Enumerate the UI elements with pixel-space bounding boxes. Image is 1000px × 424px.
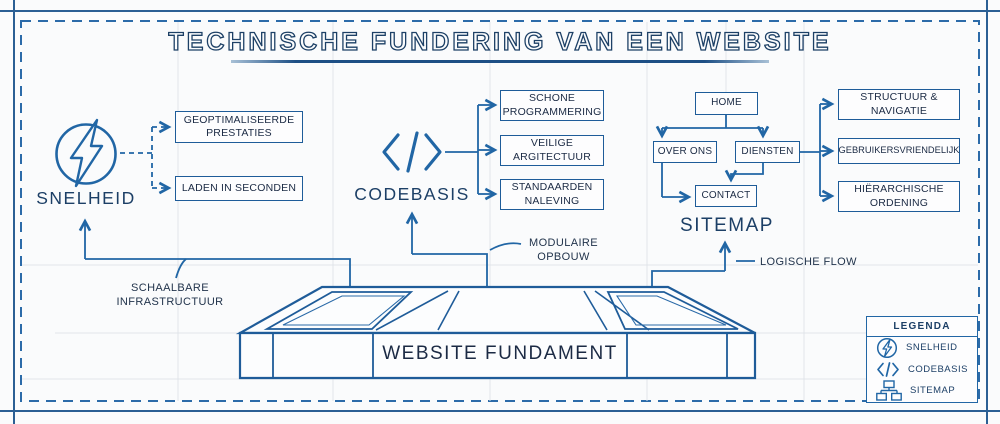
legend-item-snelheid: SNELHEID: [867, 337, 977, 359]
annotation-modular-structure: MODULAIRE OPBOUW: [529, 237, 598, 264]
code-brackets-icon: [877, 361, 899, 377]
sitemap-box-structure-navigation: STRUCTUUR & NAVIGATIE: [838, 89, 960, 120]
foundation-platform: [235, 285, 757, 380]
legend-item-codebasis: CODEBASIS: [867, 359, 977, 381]
code-box-clean-programming: SCHONE PROGRAMMERING: [500, 90, 604, 121]
speed-box-load-seconds: LADEN IN SECONDEN: [175, 176, 303, 201]
annotation-scalable-infrastructure: SCHAALBARE INFRASTRUCTUUR: [116, 282, 224, 309]
sitemap-node-contact: CONTACT: [695, 185, 757, 207]
code-brackets-icon: [382, 131, 442, 173]
code-section-label: CODEBASIS: [354, 184, 470, 204]
speed-box-optimized-performance: GEOPTIMALISEERDE PRESTATIES: [175, 111, 303, 143]
frame-line-right: [986, 0, 988, 424]
code-connectors: [445, 98, 498, 201]
speed-section-label: SNELHEID: [36, 188, 136, 208]
legend-item-label: CODEBASIS: [908, 363, 968, 375]
sitemap-box-hierarchical-order: HIËRARCHISCHE ORDENING: [838, 181, 960, 212]
frame-line-top: [0, 10, 1000, 12]
dashed-border: [20, 20, 980, 402]
page-title: TECHNISCHE FUNDERING VAN EEN WEBSITE: [168, 27, 832, 56]
code-box-secure-architecture: VEILIGE ARGITECTUUR: [500, 135, 604, 166]
frame-line-left: [13, 0, 15, 424]
title-underline: [231, 60, 769, 63]
legend-item-label: SNELHEID: [906, 342, 958, 354]
annotation-logical-flow: LOGISCHE FLOW: [760, 256, 857, 268]
sitemap-connectors: [655, 97, 835, 204]
sitemap-icon: [876, 380, 902, 401]
lightning-icon: [55, 118, 117, 188]
legend-item-label: SITEMAP: [910, 385, 956, 397]
sitemap-node-over-ons: OVER ONS: [653, 141, 717, 163]
foundation-label: WEBSITE FUNDAMENT: [382, 343, 618, 364]
sitemap-box-user-friendly: GEBRUIKERSVRIENDELIJK: [838, 138, 960, 164]
frame-line-bottom: [0, 410, 1000, 412]
legend-item-sitemap: SITEMAP: [867, 380, 977, 402]
sitemap-node-home: HOME: [695, 92, 758, 115]
code-box-standards-compliance: STANDAARDEN NALEVING: [500, 179, 604, 210]
speed-connectors: [120, 120, 172, 195]
legend-title: LEGENDA: [867, 317, 977, 337]
legend-panel: LEGENDA SNELHEID CODEBASIS: [866, 316, 978, 403]
sitemap-section-label: SITEMAP: [680, 215, 774, 236]
sitemap-node-diensten: DIENSTEN: [735, 141, 800, 163]
lightning-icon: [876, 337, 898, 358]
